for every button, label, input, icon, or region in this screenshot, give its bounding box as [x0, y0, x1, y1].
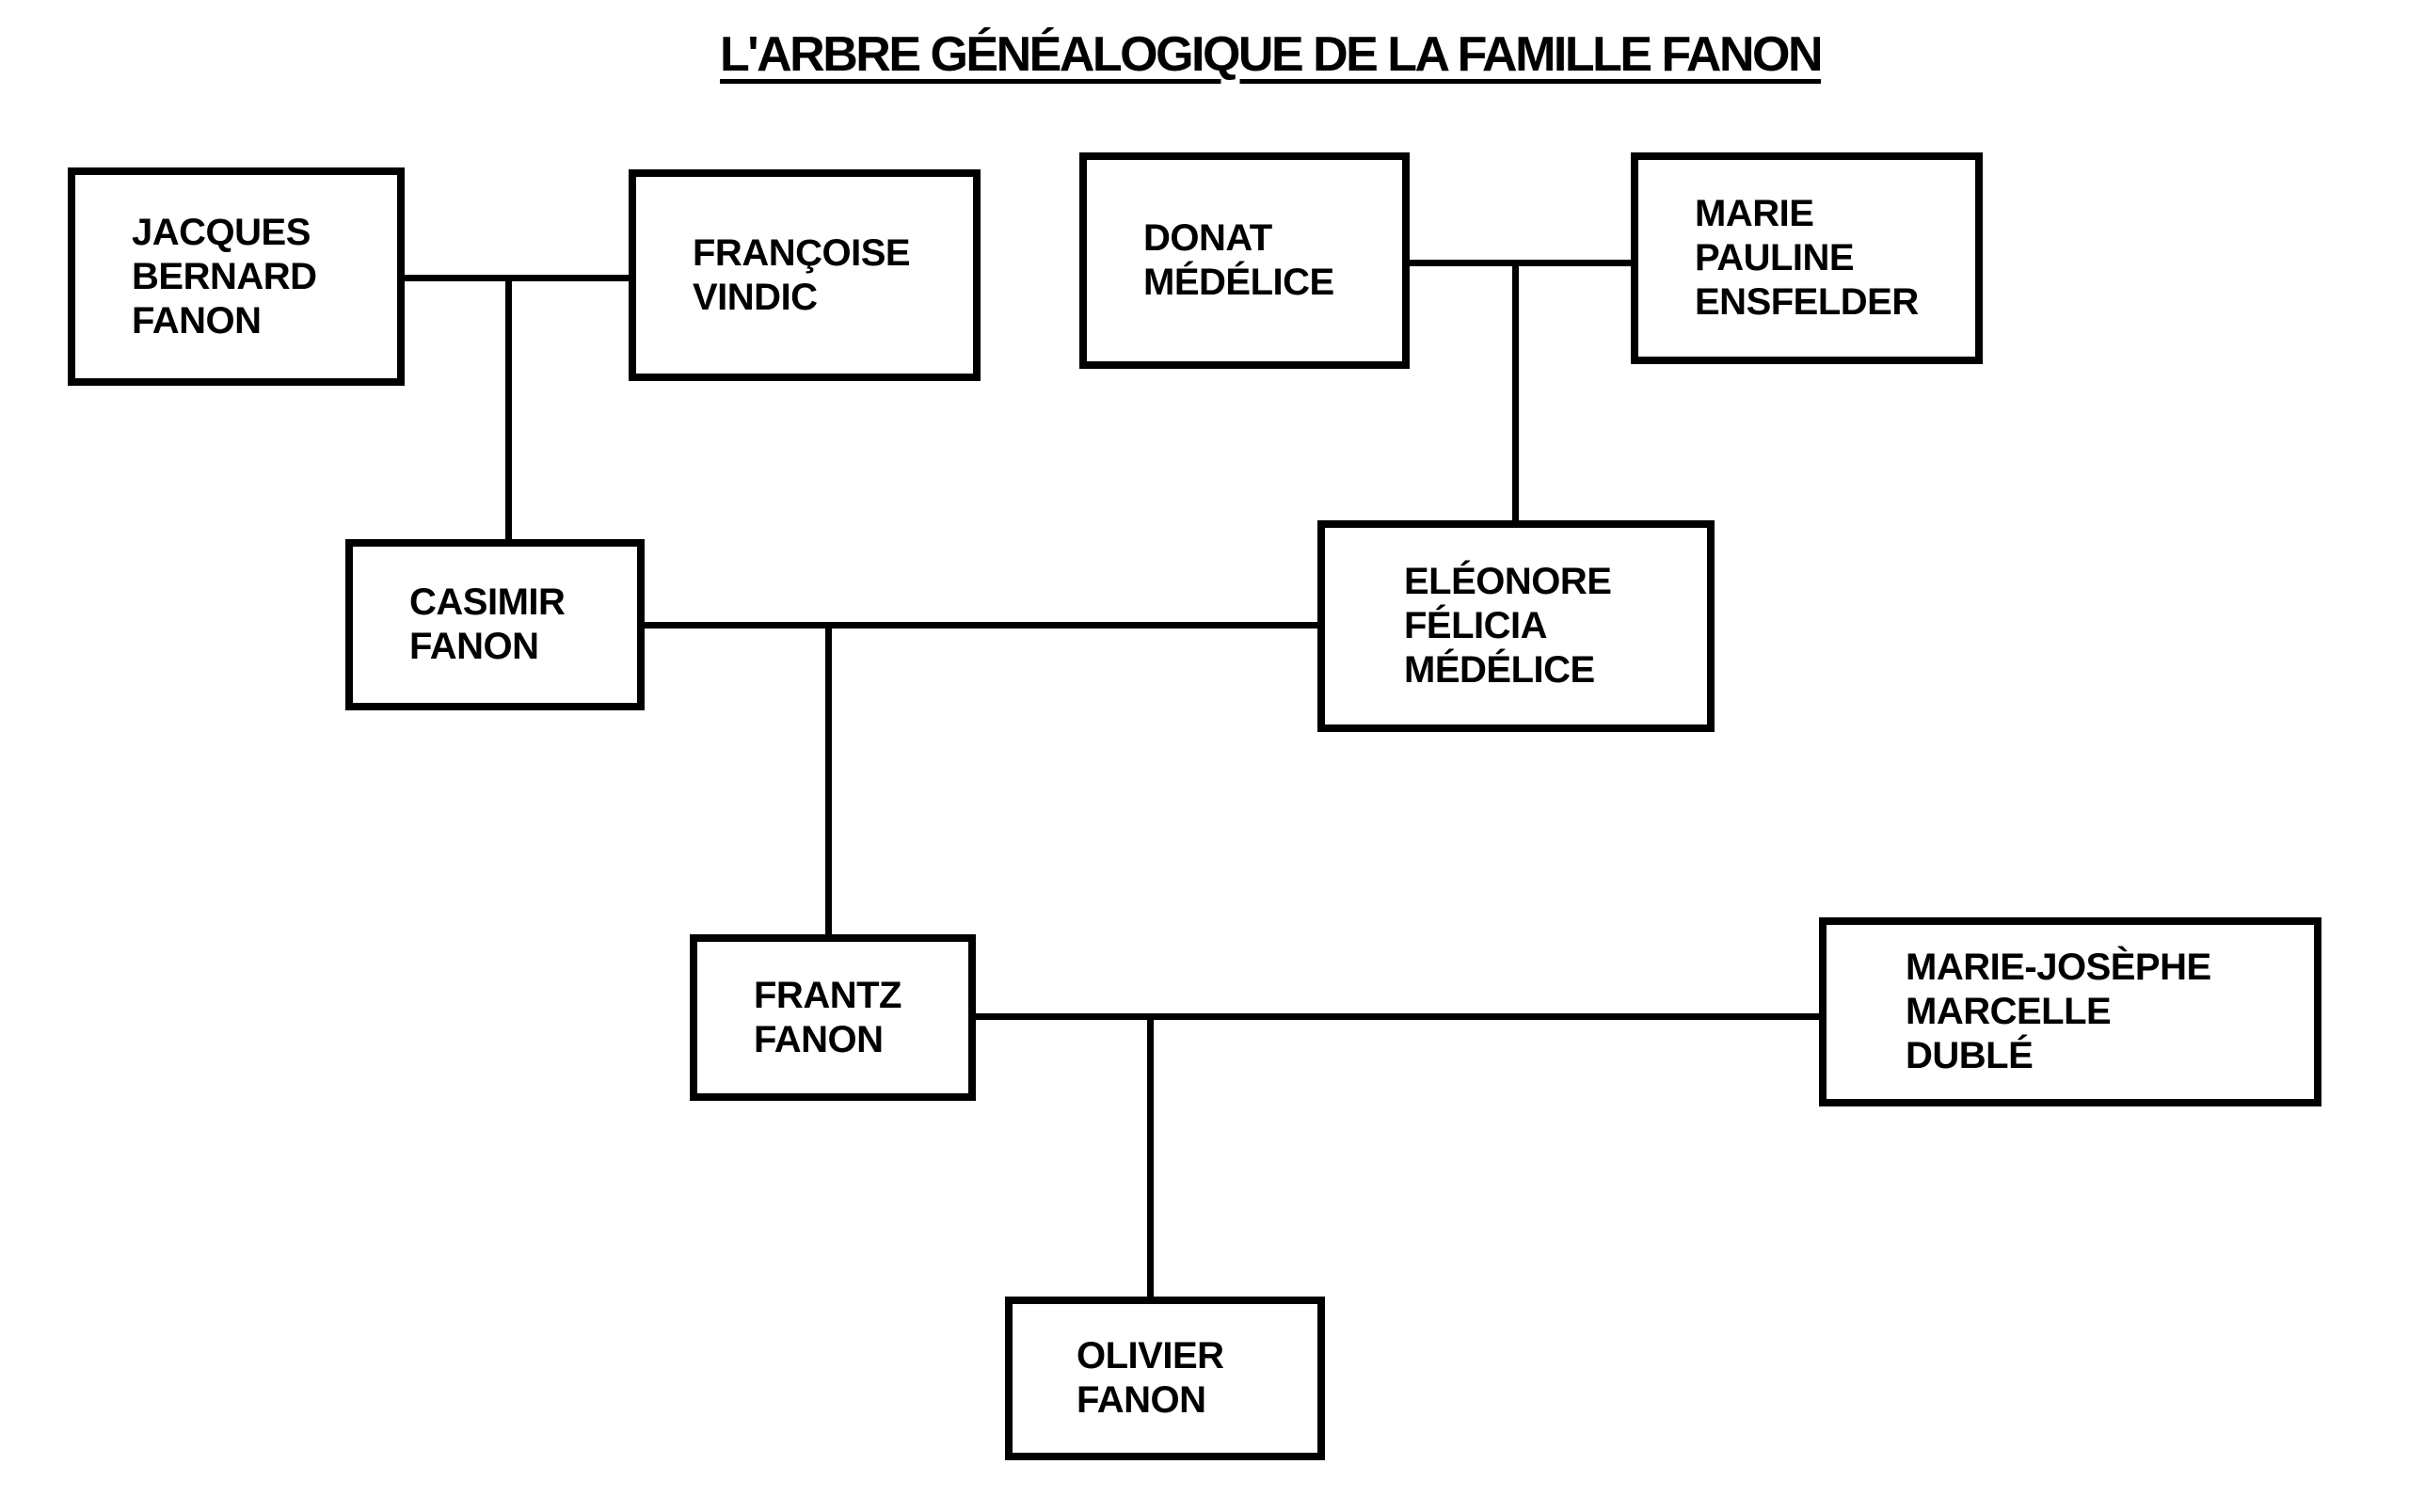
- connector-drop-to-eleonore: [1512, 260, 1519, 526]
- node-olivier-fanon: OLIVIER FANON: [1005, 1297, 1325, 1460]
- node-donat-medelice: DONAT MÉDÉLICE: [1079, 152, 1410, 369]
- node-casimir-fanon: CASIMIR FANON: [345, 539, 645, 710]
- node-label: MARIE PAULINE ENSFELDER: [1695, 193, 1919, 323]
- connector-casimir-eleonore: [639, 622, 1323, 629]
- node-jacques-bernard-fanon: JACQUES BERNARD FANON: [68, 167, 405, 386]
- node-francoise-vindic: FRANÇOISE VINDIC: [629, 169, 981, 381]
- node-label: FRANÇOISE VINDIC: [693, 231, 911, 318]
- node-marie-josephe-marcelle-duble: MARIE-JOSÈPHE MARCELLE DUBLÉ: [1819, 917, 2321, 1106]
- connector-frantz-marie-josephe: [970, 1013, 1825, 1020]
- node-label: ELÉONORE FÉLICIA MÉDÉLICE: [1404, 561, 1612, 691]
- node-label: FRANTZ FANON: [754, 974, 901, 1060]
- connector-drop-to-olivier: [1147, 1013, 1154, 1302]
- node-label: JACQUES BERNARD FANON: [132, 211, 317, 342]
- node-frantz-fanon: FRANTZ FANON: [690, 934, 976, 1101]
- connector-drop-to-frantz: [825, 622, 832, 940]
- node-marie-pauline-ensfelder: MARIE PAULINE ENSFELDER: [1631, 152, 1983, 364]
- connector-donat-marie-pauline: [1404, 260, 1636, 266]
- connector-drop-to-casimir: [505, 275, 512, 545]
- node-label: MARIE-JOSÈPHE MARCELLE DUBLÉ: [1906, 947, 2211, 1076]
- connector-jacques-francoise: [399, 275, 634, 281]
- node-label: OLIVIER FANON: [1077, 1335, 1224, 1421]
- diagram-title: L'ARBRE GÉNÉALOGIQUE DE LA FAMILLE FANON: [719, 27, 1824, 82]
- node-label: DONAT MÉDÉLICE: [1143, 217, 1334, 303]
- node-eleonore-felicia-medelice: ELÉONORE FÉLICIA MÉDÉLICE: [1317, 520, 1715, 732]
- node-label: CASIMIR FANON: [409, 581, 566, 667]
